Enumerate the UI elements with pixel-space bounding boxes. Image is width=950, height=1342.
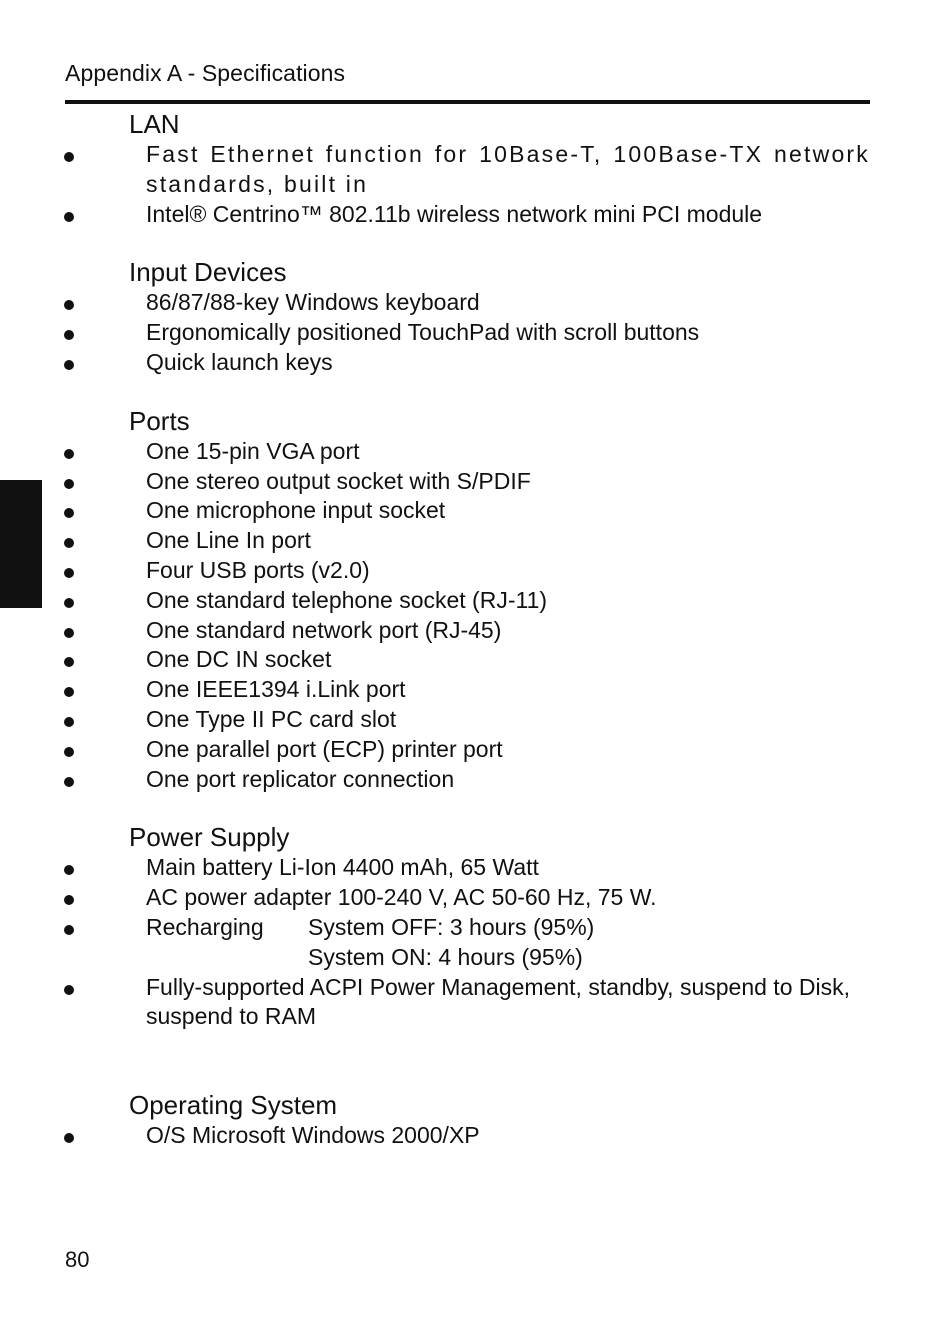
list-item: One standard telephone socket (RJ-11) <box>0 586 950 616</box>
list-item-text: One DC IN socket <box>146 646 332 673</box>
list-item-text: AC power adapter 100-240 V, AC 50-60 Hz,… <box>146 884 657 911</box>
list-item: Fast Ethernet function for 10Base-T, 100… <box>0 140 950 200</box>
section-title-ports: Ports <box>129 405 190 436</box>
os-list: O/S Microsoft Windows 2000/XP <box>0 1121 950 1151</box>
bullet-icon <box>64 538 74 549</box>
bullet-icon <box>64 865 74 876</box>
list-item-text: Quick launch keys <box>146 348 333 375</box>
list-item-text: One stereo output socket with S/PDIF <box>146 467 531 494</box>
list-item-text: O/S Microsoft Windows 2000/XP <box>146 1122 480 1149</box>
list-item: One standard network port (RJ-45) <box>0 616 950 646</box>
list-item-text: 86/87/88-key Windows keyboard <box>146 289 480 316</box>
list-item-text: Four USB ports (v2.0) <box>146 556 370 583</box>
list-item: Quick launch keys <box>0 348 950 378</box>
bullet-icon <box>64 776 74 787</box>
section-title-lan: LAN <box>129 109 180 139</box>
list-item-text: One IEEE1394 i.Link port <box>146 676 406 703</box>
list-item: O/S Microsoft Windows 2000/XP <box>0 1121 950 1151</box>
header-rule <box>65 100 870 104</box>
section-title-input-devices: Input Devices <box>129 257 287 288</box>
list-item: Intel® Centrino™ 802.11b wireless networ… <box>0 200 950 230</box>
list-item-text: Fully-supported ACPI Power Management, s… <box>146 973 850 1030</box>
bullet-icon <box>64 984 74 995</box>
list-item: One Line In port <box>0 526 950 556</box>
list-item: Ergonomically positioned TouchPad with s… <box>0 318 950 348</box>
recharging-item: Recharging System OFF: 3 hours (95%) Sys… <box>0 913 950 973</box>
list-item-text: Intel® Centrino™ 802.11b wireless networ… <box>146 200 763 227</box>
list-item: Four USB ports (v2.0) <box>0 556 950 586</box>
list-item-text: One Type II PC card slot <box>146 705 397 732</box>
input-list: 86/87/88-key Windows keyboard Ergonomica… <box>0 288 950 377</box>
recharging-label: Recharging <box>146 913 264 940</box>
bullet-icon <box>64 716 74 727</box>
lan-list: Fast Ethernet function for 10Base-T, 100… <box>0 140 950 229</box>
list-item: AC power adapter 100-240 V, AC 50-60 Hz,… <box>0 883 950 913</box>
recharging-values: System OFF: 3 hours (95%) System ON: 4 h… <box>308 913 594 973</box>
list-item: One parallel port (ECP) printer port <box>0 735 950 765</box>
section-title-power-supply: Power Supply <box>129 822 290 853</box>
bullet-icon <box>64 448 74 459</box>
list-item: One microphone input socket <box>0 496 950 526</box>
chapter-thumb-tab <box>0 480 42 608</box>
section-ports: Ports One 15-pin VGA port One stereo out… <box>0 405 950 795</box>
ports-list: One 15-pin VGA port One stereo output so… <box>0 437 950 795</box>
bullet-icon <box>64 567 74 578</box>
list-item: One Type II PC card slot <box>0 705 950 735</box>
bullet-icon <box>64 1133 74 1144</box>
bullet-icon <box>64 597 74 608</box>
list-item: 86/87/88-key Windows keyboard <box>0 288 950 318</box>
list-item-text: One parallel port (ECP) printer port <box>146 735 503 762</box>
bullet-icon <box>64 152 74 162</box>
section-operating-system: Operating System O/S Microsoft Windows 2… <box>0 1089 950 1151</box>
list-item-text: Main battery Li-Ion 4400 mAh, 65 Watt <box>146 854 539 881</box>
list-item-text: One standard network port (RJ-45) <box>146 616 502 643</box>
recharging-on-time: System ON: 4 hours (95%) <box>308 943 583 970</box>
list-item: Fully-supported ACPI Power Management, s… <box>0 973 950 1033</box>
bullet-icon <box>64 746 74 757</box>
section-power-supply: Power Supply Main battery Li-Ion 4400 mA… <box>0 821 950 1032</box>
recharging-off-time: System OFF: 3 hours (95%) <box>308 913 595 940</box>
section-lan: LAN Fast Ethernet function for 10Base-T,… <box>0 108 950 229</box>
bullet-icon <box>64 924 74 935</box>
list-item-text: One 15-pin VGA port <box>146 437 360 464</box>
section-title-operating-system: Operating System <box>129 1090 338 1121</box>
list-item-text: One microphone input socket <box>146 497 446 524</box>
bullet-icon <box>64 359 74 370</box>
page-number: 80 <box>65 1247 90 1272</box>
bullet-icon <box>64 627 74 638</box>
list-item: One stereo output socket with S/PDIF <box>0 467 950 497</box>
list-item: Main battery Li-Ion 4400 mAh, 65 Watt <box>0 853 950 883</box>
bullet-icon <box>64 330 74 341</box>
bullet-icon <box>64 657 74 668</box>
bullet-icon <box>64 211 74 222</box>
list-item: One IEEE1394 i.Link port <box>0 675 950 705</box>
list-item-text: Ergonomically positioned TouchPad with s… <box>146 319 700 346</box>
section-input-devices: Input Devices 86/87/88-key Windows keybo… <box>0 256 950 377</box>
list-item: One DC IN socket <box>0 645 950 675</box>
list-item-text: One Line In port <box>146 527 311 554</box>
bullet-icon <box>64 478 74 489</box>
recharging-row: Recharging System OFF: 3 hours (95%) Sys… <box>146 913 870 973</box>
bullet-icon <box>64 508 74 519</box>
list-item-text: One port replicator connection <box>146 765 455 792</box>
running-header: Appendix A - Specifications <box>65 60 346 86</box>
bullet-icon <box>64 895 74 906</box>
bullet-icon <box>64 300 74 311</box>
list-item-text: Fast Ethernet function for 10Base-T, 100… <box>146 141 870 197</box>
spec-content: LAN Fast Ethernet function for 10Base-T,… <box>0 108 950 1151</box>
power-list: Main battery Li-Ion 4400 mAh, 65 Watt AC… <box>0 853 950 1032</box>
list-item: One port replicator connection <box>0 765 950 795</box>
list-item: One 15-pin VGA port <box>0 437 950 467</box>
list-item-text: One standard telephone socket (RJ-11) <box>146 586 548 613</box>
bullet-icon <box>64 687 74 698</box>
